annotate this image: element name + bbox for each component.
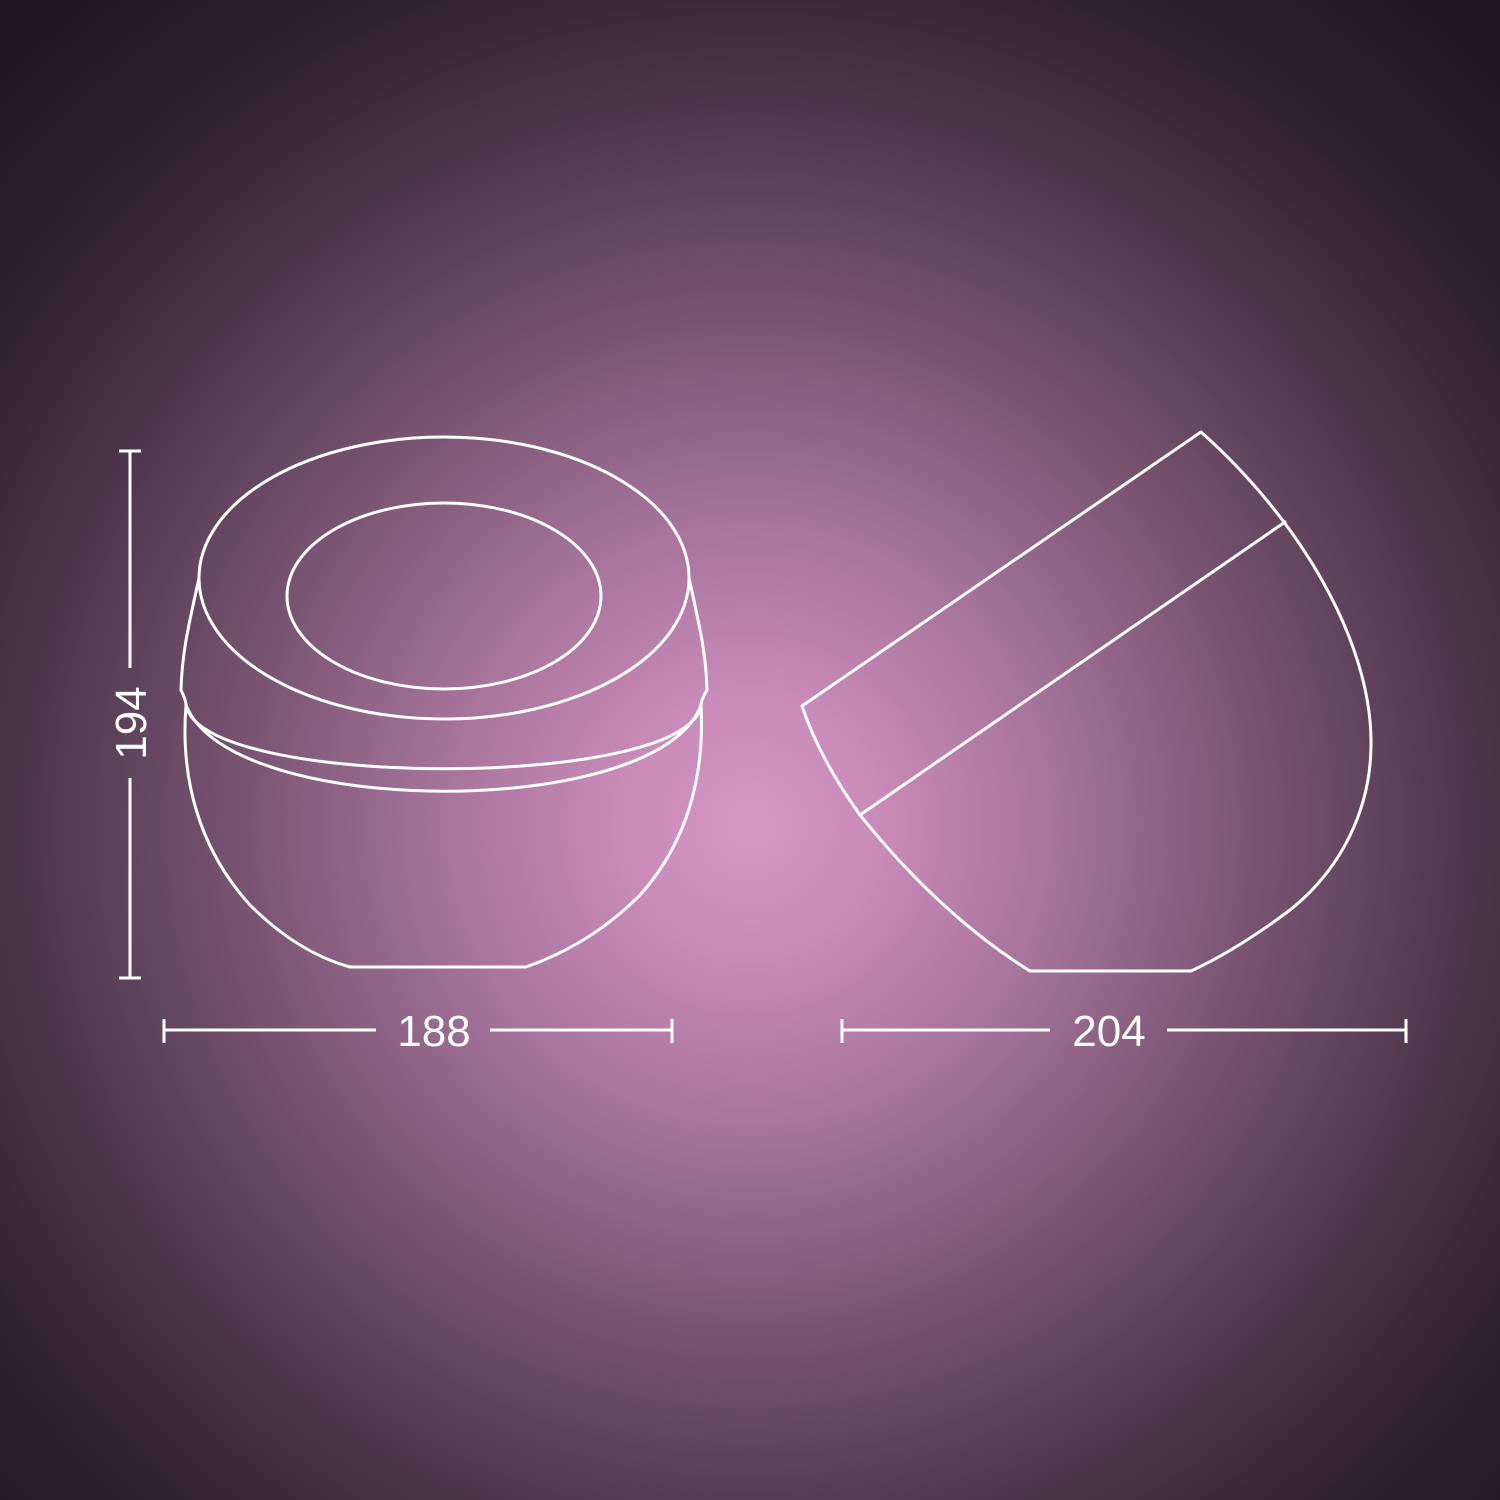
- front-base-body: [183, 703, 703, 969]
- front-outer-rim: [197, 435, 691, 721]
- front-view: [179, 435, 709, 969]
- front-upper-band: [179, 576, 709, 692]
- side-view: [800, 430, 1373, 973]
- front-width-dimension: 188: [162, 1007, 674, 1056]
- front-width-label: 188: [397, 1007, 470, 1056]
- side-width-label: 204: [1072, 1007, 1145, 1056]
- side-band-seam: [858, 520, 1287, 817]
- height-dimension: 194: [107, 449, 156, 980]
- side-body-outline: [800, 430, 1373, 973]
- side-width-dimension: 204: [840, 1007, 1408, 1056]
- front-inner-opening: [285, 501, 603, 691]
- front-lower-band: [184, 703, 703, 793]
- front-band-seam: [179, 688, 709, 771]
- height-label: 194: [107, 686, 156, 759]
